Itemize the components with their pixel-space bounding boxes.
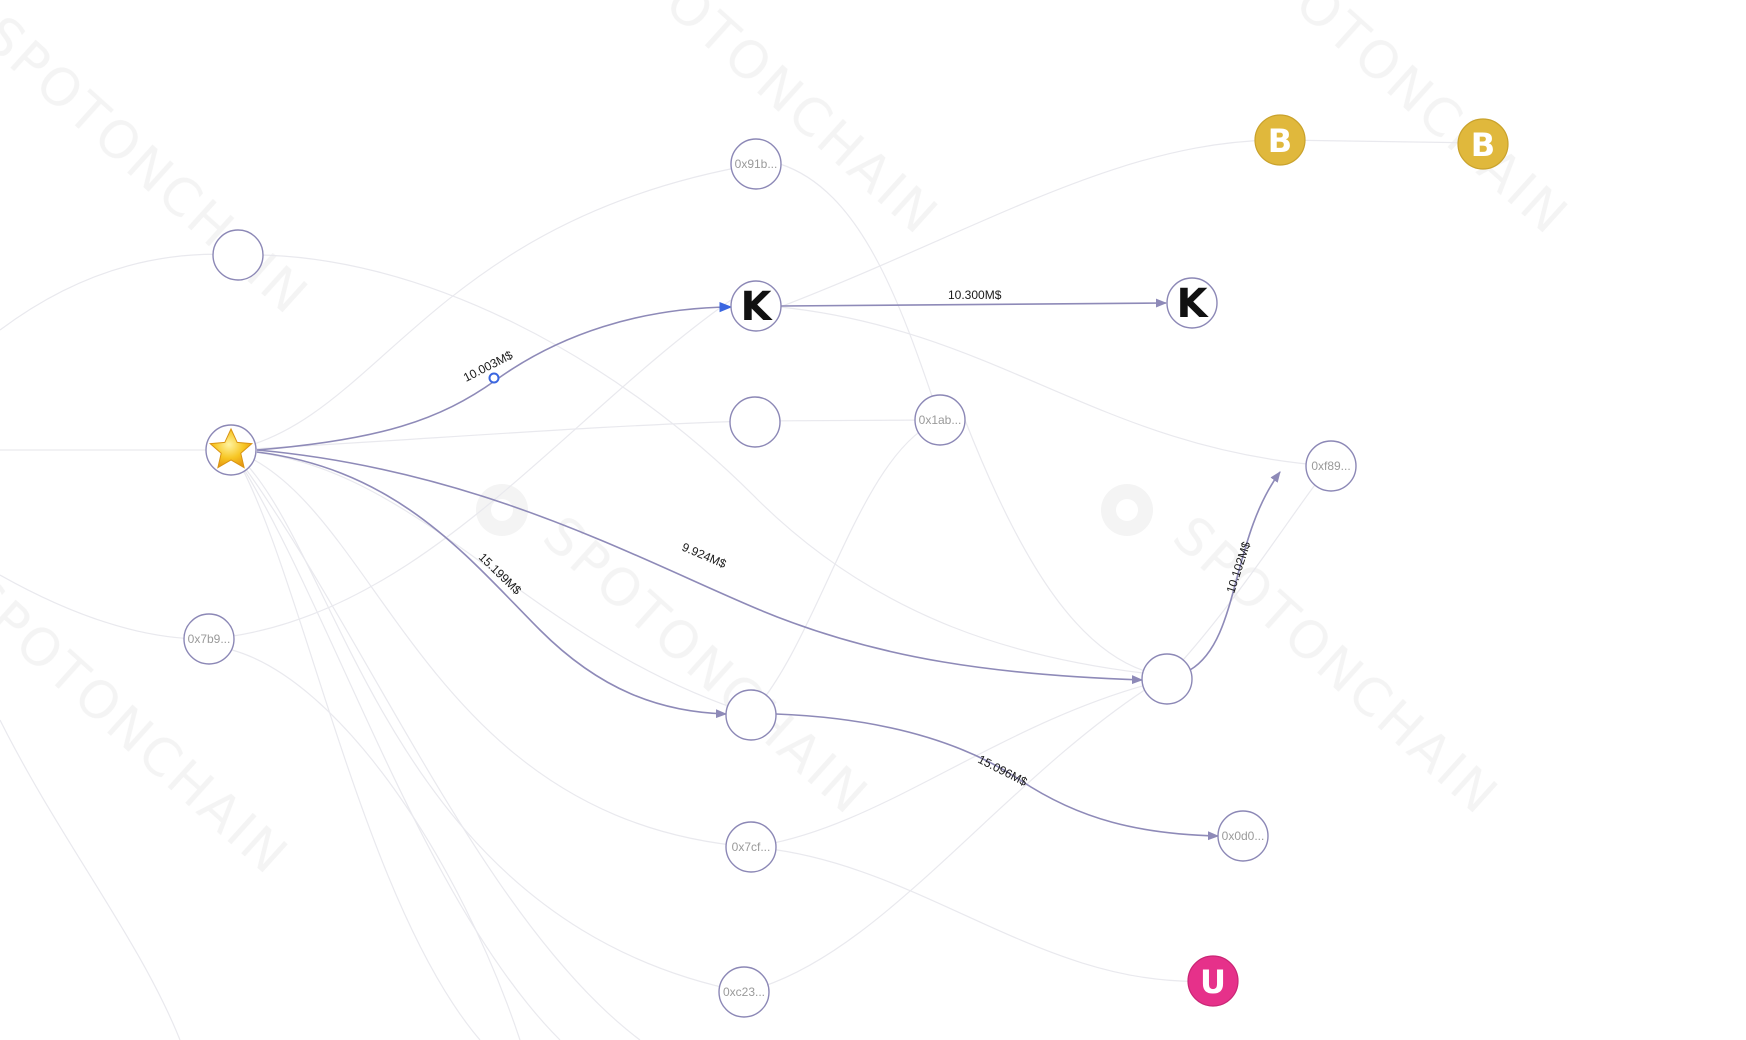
node-label: 0xc23... [723,985,765,999]
node-unlabeled-top-left[interactable] [212,229,264,281]
faint-edge [1279,139,1484,144]
node-address-1ab[interactable]: 0x1ab... [914,394,966,446]
faint-edge [237,254,1161,676]
faint-edge [750,846,1213,983]
faint-edge [0,253,239,331]
node-address-c23[interactable]: 0xc23... [718,966,770,1018]
faint-edge [231,449,752,715]
node-kraken-2[interactable]: K [1166,277,1218,329]
faint-edge [0,719,181,1040]
node-address-0d0[interactable]: 0x0d0... [1217,810,1269,862]
faint-edge [779,139,1281,308]
star-icon [208,427,254,469]
edge-label-lower-to-0d0: 15.096M$ [976,752,1030,789]
node-kraken-1[interactable]: K [730,280,782,332]
edge-label-star-to-kraken-1: 10.003M$ [461,348,515,385]
edge-selection-handle[interactable] [488,372,500,384]
node-address-f89[interactable]: 0xf89... [1305,440,1357,492]
node-address-7cf[interactable]: 0x7cf... [725,821,777,873]
node-label: 0xf89... [1311,459,1350,473]
faint-edge [231,449,745,993]
node-uphold[interactable]: U [1187,955,1239,1007]
edge-star-to-hub[interactable] [256,449,1144,685]
node-label: 0x91b... [735,157,778,171]
edge-label-kraken-1-to-kraken-2: 10.300M$ [948,288,1002,302]
node-address-7b9[interactable]: 0x7b9... [183,613,235,665]
faint-edge [231,163,758,451]
edge-hub-to-f89[interactable] [1189,471,1281,671]
watermark-text: SPOTONCHAIN [1161,505,1510,827]
node-unlabeled-lower[interactable] [725,689,777,741]
node-label: 0x0d0... [1222,829,1265,843]
edge-lower-to-0d0[interactable] [775,713,1220,841]
faint-edge [231,649,521,1040]
edge-star-to-lower[interactable] [256,451,728,719]
node-unlabeled-mid[interactable] [729,396,781,448]
watermark-text: SPOTONCHAIN [0,565,300,887]
kraken-logo: K [741,284,774,330]
faint-edge [964,419,1161,676]
faint-edge [779,306,1331,467]
node-label: 0x7b9... [188,632,231,646]
node-unlabeled-hub[interactable] [1141,653,1193,705]
node-label: 0x7cf... [732,840,771,854]
watermark-text: SPOTONCHAIN [601,0,950,247]
faint-edge [231,449,481,1040]
edge-label-star-to-lower: 15.199M$ [476,550,524,597]
kraken-logo: K [1177,281,1210,327]
faint-edge [231,449,561,1040]
faint-edge [743,679,1161,993]
uphold-logo: U [1200,963,1226,1001]
faint-edge [750,419,941,715]
strong-edges [256,298,1281,841]
node-binance-2[interactable]: B [1457,118,1509,170]
watermark-logo-icon [476,484,1153,536]
address-nodes: 0x91b... 0x1ab... 0x7b9... 0xf89... 0x7c… [183,138,1357,1018]
node-binance-1[interactable]: B [1254,114,1306,166]
faint-edge [750,679,1166,848]
node-star[interactable] [205,424,257,476]
edge-kraken-1-to-kraken-2[interactable] [780,298,1168,308]
edge-label-star-to-hub: 9.924M$ [680,540,729,571]
node-label: 0x1ab... [919,413,962,427]
binance-logo: B [1471,126,1495,164]
node-address-91b[interactable]: 0x91b... [730,138,782,190]
faint-edge [779,163,941,421]
faint-edge [231,449,641,1040]
binance-logo: B [1268,122,1292,160]
faint-edge [231,420,755,451]
watermark-text: SPOTONCHAIN [0,5,320,327]
faint-edge [231,449,752,848]
faint-edge [208,299,732,640]
faint-edge [753,419,941,422]
